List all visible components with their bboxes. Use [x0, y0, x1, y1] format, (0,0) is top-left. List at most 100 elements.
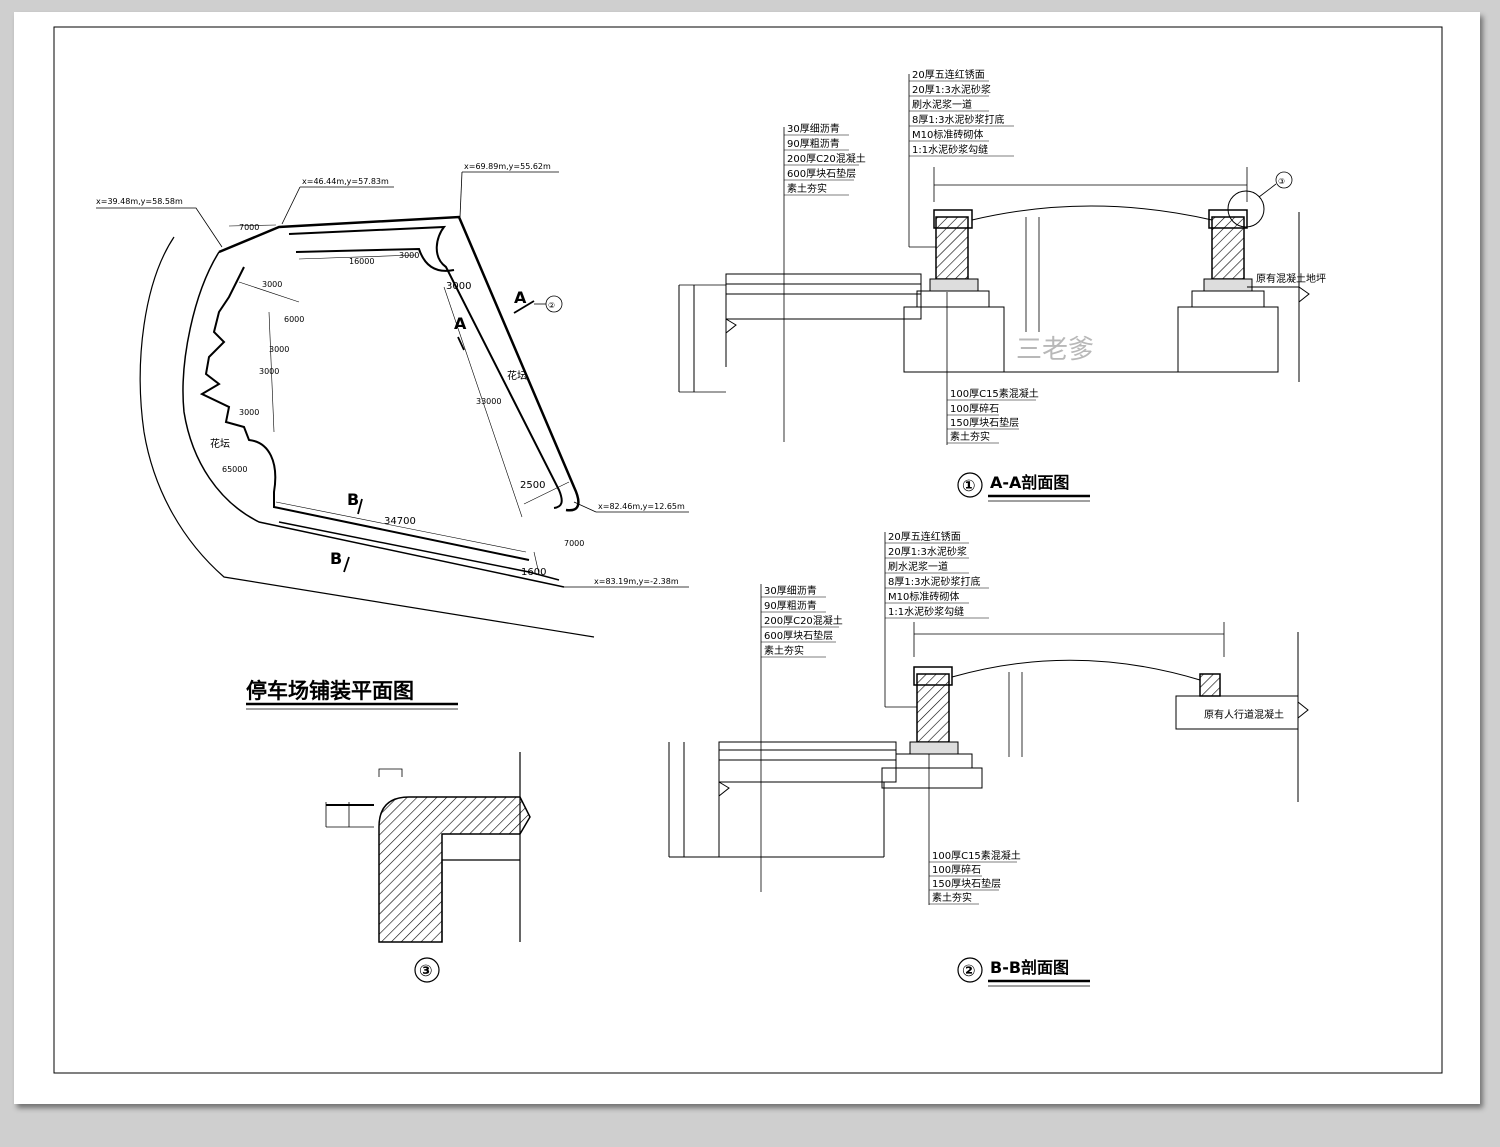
parking-plan: x=39.48m,y=58.58m x=46.44m,y=57.83m x=69…: [96, 162, 689, 710]
dim-label: 3000: [399, 251, 419, 260]
concrete-base: [1203, 278, 1253, 292]
dim-line: [443, 286, 523, 518]
section-aa: ③ 20厚五连红锈面 20厚1:3水泥砂浆 刷水泥浆一道 8厚1:3水泥砂浆打底…: [678, 68, 1326, 502]
road-layer: [718, 749, 897, 761]
road-layer: [718, 759, 897, 783]
drawing-sheet: x=39.48m,y=58.58m x=46.44m,y=57.83m x=69…: [14, 12, 1480, 1104]
section-mark-a: A: [454, 314, 467, 333]
soil-arc: [971, 205, 1213, 221]
plan-title: 停车场铺装平面图: [246, 679, 414, 703]
break-mark: [1298, 286, 1310, 303]
layer-label: 90厚粗沥青: [764, 599, 817, 612]
layer-label: 8厚1:3水泥砂浆打底: [888, 575, 980, 588]
break-mark: [1297, 701, 1309, 719]
dim-line: [533, 551, 540, 575]
layer-label: 200厚C20混凝土: [787, 152, 866, 165]
layer-label: 100厚碎石: [950, 402, 999, 415]
layer-label: 素土夯实: [764, 644, 804, 657]
detail-circle: [1227, 190, 1265, 228]
cad-drawing: x=39.48m,y=58.58m x=46.44m,y=57.83m x=69…: [53, 26, 1443, 1074]
dim-label: 2500: [520, 480, 545, 491]
section-cut-line: [513, 300, 535, 314]
gravel-layer: [1191, 290, 1265, 308]
brick-wall: [935, 216, 969, 280]
stone-layer: [881, 767, 983, 789]
coord-label: x=39.48m,y=58.58m: [96, 197, 183, 206]
section-cut-line: [343, 556, 350, 573]
coord-label: x=83.19m,y=-2.38m: [594, 577, 679, 586]
dim-label: 33000: [476, 397, 501, 406]
layer-label: 1:1水泥砂浆勾缝: [912, 143, 988, 156]
road-layer: [725, 273, 922, 285]
layer-label: 600厚块石垫层: [787, 167, 856, 180]
dim-label: 3000: [259, 367, 279, 376]
layer-label: 100厚碎石: [932, 863, 981, 876]
detail-leader: [1258, 183, 1277, 198]
existing-label: 原有混凝土地坪: [1256, 272, 1326, 285]
road-layer: [725, 283, 922, 295]
coord-leader-2b: [281, 186, 301, 225]
stone-layer: [903, 306, 1005, 373]
layer-label: 100厚C15素混凝土: [950, 387, 1039, 400]
layer-label: 100厚C15素混凝土: [932, 849, 1021, 862]
section-bb: 原有人行道混凝土 20厚五连红锈面 20厚1:3水泥砂浆 刷水泥浆一道 8厚1:…: [668, 530, 1309, 987]
gravel-layer: [916, 290, 990, 308]
layer-label: 素土夯实: [932, 891, 972, 904]
paving-boundary-west: [199, 266, 530, 561]
section-number-circle: [957, 472, 983, 498]
brick-wall: [916, 673, 950, 743]
coord-label: x=69.89m,y=55.62m: [464, 162, 551, 171]
layer-label: 刷水泥浆一道: [912, 98, 972, 111]
detail-number-circle: [414, 957, 440, 983]
section-title: B-B剖面图: [990, 958, 1069, 977]
dim-line: [238, 281, 300, 303]
dim-label: 6000: [284, 315, 304, 324]
coord-leader-4b: [573, 501, 597, 513]
dim-label: 7000: [564, 539, 584, 548]
road-edge-inner: [182, 251, 565, 588]
coord-label: x=82.46m,y=12.65m: [598, 502, 685, 511]
coord-leader-3b: [459, 171, 463, 218]
section-cut-line: [457, 336, 465, 351]
flowerbed-label-right: 花坛: [507, 369, 527, 382]
layer-label: 150厚块石垫层: [932, 877, 1001, 890]
gravel-layer: [895, 753, 973, 769]
dim-line: [268, 311, 275, 433]
section-number: ②: [962, 961, 976, 980]
paving-boundary-inner: [288, 225, 563, 509]
layer-label: 600厚块石垫层: [764, 629, 833, 642]
layer-label: 90厚粗沥青: [787, 137, 840, 150]
dim-label: 3000: [269, 345, 289, 354]
break-mark: [725, 318, 737, 334]
edge-wall: [1199, 673, 1221, 697]
layer-label: M10标准砖砌体: [888, 590, 959, 603]
dim-bracket: [378, 768, 403, 777]
road-edge-outer: [139, 236, 595, 638]
brick-wall: [1211, 216, 1245, 280]
layer-label: 刷水泥浆一道: [888, 560, 948, 573]
section-cut-line: [357, 498, 363, 515]
road-layer: [718, 741, 897, 751]
dim-line: [523, 481, 570, 505]
blank: [679, 372, 914, 392]
concrete-base: [929, 278, 979, 292]
layer-label: M10标准砖砌体: [912, 128, 983, 141]
flowerbed-label-left: 花坛: [210, 437, 230, 450]
soil-arc: [951, 659, 1201, 681]
existing-label: 原有人行道混凝土: [1204, 708, 1284, 721]
dim-line: [275, 501, 527, 553]
road-layer: [725, 293, 922, 320]
paving-inner-north: [295, 247, 455, 272]
layer-label: 200厚C20混凝土: [764, 614, 843, 627]
section-title: A-A剖面图: [990, 473, 1069, 492]
coord-leader-1: [96, 207, 223, 248]
layer-label: 20厚五连红锈面: [888, 530, 961, 543]
section-mark-b: B: [347, 490, 359, 509]
layer-label: 20厚五连红锈面: [912, 68, 985, 81]
detail-ref-label: ③: [1278, 177, 1285, 186]
dim-line: [298, 254, 417, 260]
section-number-circle: [957, 957, 983, 983]
section-mark-a: A: [514, 288, 527, 307]
concrete-base: [909, 741, 959, 755]
section-mark-b: B: [330, 549, 342, 568]
